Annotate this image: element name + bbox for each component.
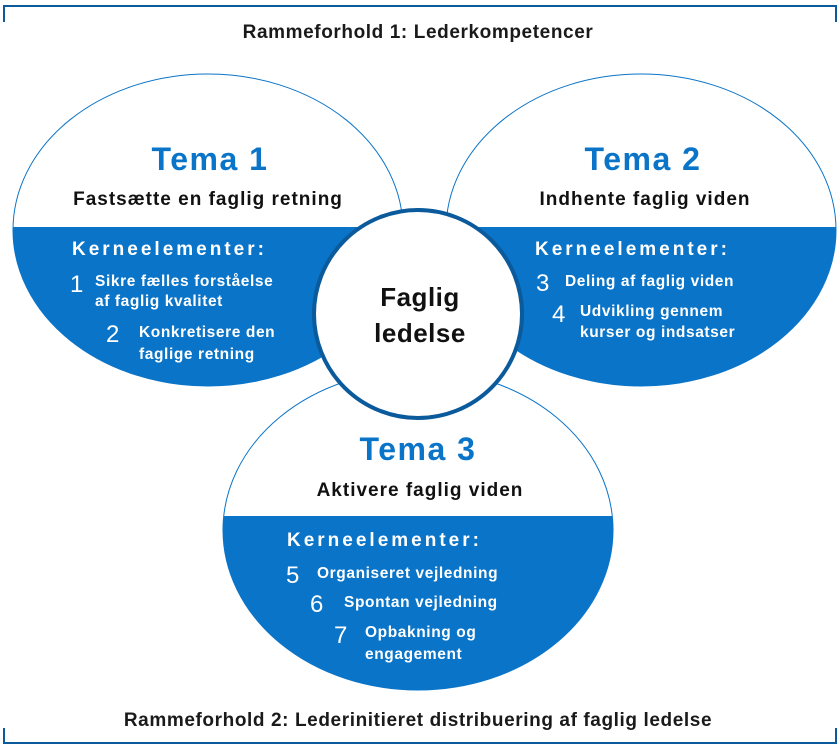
item-text: Spontan vejledning xyxy=(344,594,498,611)
theme-3-kerne-label: Kerneelementer: xyxy=(287,530,482,551)
theme-1-ellipse: Tema 1 Fastsætte en faglig retning Kerne… xyxy=(12,73,404,387)
theme-2-kerne-label: Kerneelementer: xyxy=(535,239,730,260)
theme-3-title: Tema 3 xyxy=(360,431,477,467)
item-text: Konkretisere den xyxy=(139,324,275,341)
bottom-frame-bracket xyxy=(3,728,837,744)
center-circle: Faglig ledelse xyxy=(312,208,524,420)
item-text: kurser og indsatser xyxy=(580,324,735,341)
theme-1-kerne-label: Kerneelementer: xyxy=(72,239,267,260)
theme-2-ellipse: Tema 2 Indhente faglig viden Kerneelemen… xyxy=(445,73,837,387)
top-frame-bracket xyxy=(3,5,837,22)
item-number: 4 xyxy=(552,301,565,328)
item-text: engagement xyxy=(365,646,462,663)
item-text: af faglig kvalitet xyxy=(95,293,223,310)
theme-1-subtitle: Fastsætte en faglig retning xyxy=(73,189,343,210)
item-number: 3 xyxy=(536,270,549,297)
item-text: Udvikling gennem xyxy=(580,303,723,320)
theme-2-subtitle: Indhente faglig viden xyxy=(539,189,750,210)
top-frame-label: Rammeforhold 1: Lederkompetencer xyxy=(243,22,594,43)
bottom-frame-label: Rammeforhold 2: Lederinitieret distribue… xyxy=(124,710,712,731)
center-label-line2: ledelse xyxy=(374,318,466,348)
item-text: faglige retning xyxy=(139,346,255,363)
item-text: Sikre fælles forståelse xyxy=(95,273,273,290)
theme-3-ellipse: Tema 3 Aktivere faglig viden Kerneelemen… xyxy=(222,369,614,691)
item-number: 6 xyxy=(310,591,323,618)
theme-1-title: Tema 1 xyxy=(152,141,269,177)
theme-3-subtitle: Aktivere faglig viden xyxy=(317,480,524,501)
item-number: 1 xyxy=(70,271,83,298)
item-number: 7 xyxy=(334,622,347,649)
item-number: 2 xyxy=(106,321,119,348)
item-number: 5 xyxy=(286,562,299,589)
item-text: Organiseret vejledning xyxy=(317,565,498,582)
center-label-line1: Faglig xyxy=(380,282,460,312)
item-text: Deling af faglig viden xyxy=(565,273,734,290)
item-text: Opbakning og xyxy=(365,624,476,641)
theme-2-title: Tema 2 xyxy=(585,141,702,177)
